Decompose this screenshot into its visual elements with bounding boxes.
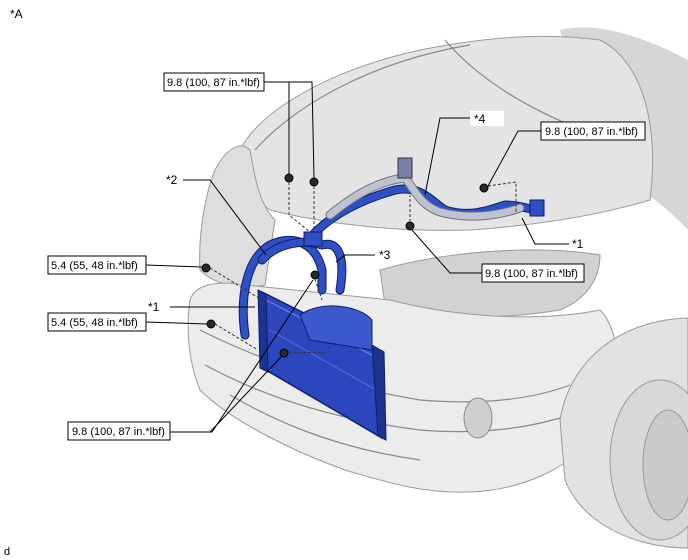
- torque-label-bottom: 9.8 (100, 87 in.*lbf): [67, 421, 171, 441]
- bolt-icon: [284, 173, 294, 183]
- torque-text: 9.8 (100, 87 in.*lbf): [72, 426, 165, 438]
- callout-part-4: *4: [470, 111, 504, 126]
- bolt-icon: [405, 221, 415, 231]
- bolt-icon: [309, 177, 319, 187]
- hood: [239, 35, 653, 231]
- bolt-icon: [201, 263, 211, 273]
- svg-text:*2: *2: [166, 173, 178, 187]
- torque-text: 9.8 (100, 87 in.*lbf): [485, 268, 578, 280]
- bolt-icon: [279, 348, 289, 358]
- fog-lamp: [463, 397, 493, 439]
- torque-label-left-lower: 5.4 (55, 48 in.*lbf): [47, 312, 147, 332]
- bolt-icon: [206, 319, 216, 329]
- torque-label-mid-right: 9.8 (100, 87 in.*lbf): [481, 263, 585, 283]
- callout-part-1-left: *1: [148, 300, 160, 314]
- torque-label-top-right: 9.8 (100, 87 in.*lbf): [540, 121, 646, 141]
- vehicle-front-body: [187, 27, 688, 549]
- callout-part-1-right: *1: [569, 236, 597, 251]
- leader-lines: [145, 81, 572, 433]
- torque-text: 9.8 (100, 87 in.*lbf): [545, 126, 638, 138]
- torque-text: 5.4 (55, 48 in.*lbf): [51, 260, 138, 272]
- callout-part-2: *2: [166, 173, 178, 187]
- torque-label-left-upper: 5.4 (55, 48 in.*lbf): [47, 255, 147, 275]
- corner-mark: d: [4, 546, 10, 558]
- install-lines: [209, 181, 517, 354]
- bolt-icon: [310, 270, 320, 280]
- torque-label-top-left: 9.8 (100, 87 in.*lbf): [163, 72, 265, 92]
- bolt-icon: [479, 183, 489, 193]
- torque-text: 5.4 (55, 48 in.*lbf): [51, 317, 138, 329]
- ac-pipes: [238, 157, 545, 340]
- svg-text:*4: *4: [474, 112, 486, 126]
- svg-text:*3: *3: [379, 248, 391, 262]
- view-label: *A: [10, 7, 23, 21]
- condenser: [257, 289, 387, 441]
- callout-part-3: *3: [376, 247, 408, 262]
- torque-text: 9.8 (100, 87 in.*lbf): [167, 77, 260, 89]
- svg-text:*1: *1: [572, 237, 584, 251]
- svg-text:*1: *1: [148, 300, 160, 314]
